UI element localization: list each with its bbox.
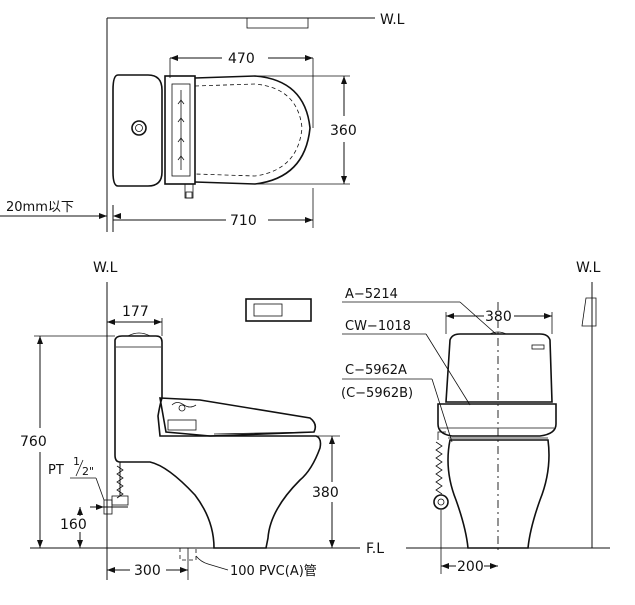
model-tank-label: A−5214 (345, 287, 398, 302)
model-base-label: C−5962A (345, 363, 407, 378)
top-seat-outline (194, 75, 311, 185)
wl-left-label: W.L (93, 260, 118, 276)
top-flush-button (131, 120, 147, 136)
wl-top-label: W.L (380, 12, 405, 28)
side-toilet-outline (114, 335, 322, 549)
top-view: W.L 470 360 20mm以下 (0, 12, 405, 232)
front-width-dim: 380 (485, 309, 512, 325)
model-base-alt-label: (C−5962B) (341, 386, 413, 401)
pipe-thread-label: PT (48, 463, 64, 478)
front-seat-outline (437, 403, 557, 437)
svg-text:2": 2" (82, 465, 94, 478)
wl-right-label: W.L (576, 260, 601, 276)
side-height-dim: 760 (20, 434, 47, 450)
side-supply-height-dim: 160 (60, 517, 87, 533)
gap-note: 20mm以下 (6, 200, 74, 215)
top-seat-hinge-block (164, 75, 196, 185)
top-width-dim: 470 (228, 51, 255, 67)
side-view: W.L F.L PT 1 2" (20, 260, 610, 580)
drain-label: 100 PVC(A)管 (230, 564, 317, 579)
front-supply-valve (433, 494, 449, 510)
front-wall-panel (581, 297, 597, 327)
front-view: W.L 380 200 A−5 (341, 260, 601, 575)
side-drain-offset-dim: 300 (134, 563, 161, 579)
fl-label: F.L (366, 541, 384, 557)
front-tank-outline (445, 333, 553, 403)
side-tank-offset-dim: 177 (122, 304, 149, 320)
front-supply-hose (435, 441, 443, 495)
supply-hose (116, 465, 124, 499)
top-length-dim: 710 (230, 213, 257, 229)
front-supply-offset-dim: 200 (457, 559, 484, 575)
top-wall-panel (246, 17, 309, 29)
model-seat-label: CW−1018 (345, 319, 411, 334)
side-seat-height-dim: 380 (312, 485, 339, 501)
wall-remote-panel (245, 298, 312, 322)
top-tank-outline (112, 74, 163, 187)
top-depth-dim: 360 (330, 123, 357, 139)
front-bowl-outline (447, 439, 550, 549)
side-seat-outline (159, 397, 317, 437)
svg-text:1: 1 (73, 455, 80, 468)
